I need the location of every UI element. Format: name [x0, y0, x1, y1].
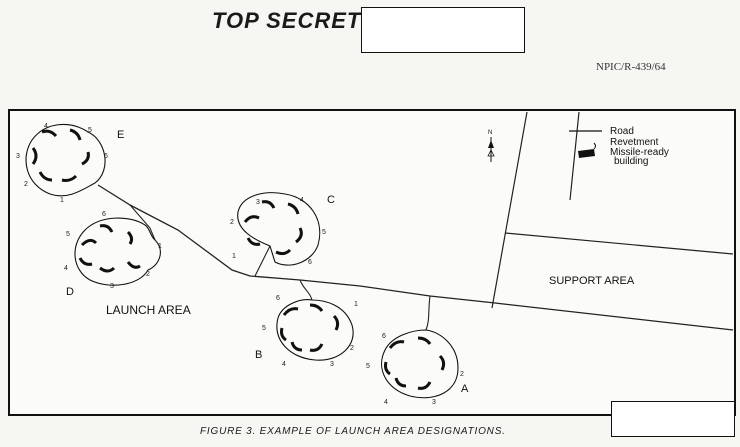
revetment-number: 3 — [330, 361, 334, 368]
revetment-number: 2 — [24, 181, 28, 188]
revetment-number: 5 — [262, 325, 266, 332]
support-area-label: SUPPORT AREA — [549, 275, 635, 287]
revetment-number: 1 — [60, 197, 64, 204]
legend-building: building — [614, 156, 648, 167]
figure-caption: FIGURE 3. EXAMPLE OF LAUNCH AREA DESIGNA… — [200, 426, 506, 437]
north-arrow-icon: N — [487, 130, 495, 162]
legend-missile-building-icon — [578, 149, 595, 158]
revetment-number: 4 — [282, 361, 286, 368]
site-e — [25, 123, 106, 197]
revetment-number: 2 — [350, 345, 354, 352]
site-c — [237, 192, 321, 266]
revetment-number: 4 — [300, 197, 304, 204]
revetment-number: 3 — [110, 283, 114, 290]
classification-heading: TOP SECRET — [212, 8, 362, 33]
spur-road-c — [254, 245, 271, 277]
revetment-number: 5 — [322, 229, 326, 236]
revetment-number: 6 — [104, 153, 108, 160]
revetment-number: 5 — [366, 363, 370, 370]
road-support-upper — [504, 232, 734, 255]
map-legend: Road Revetment Missile-ready building — [569, 126, 669, 167]
revetment-number: 6 — [102, 211, 106, 218]
road-support-north — [569, 111, 580, 201]
launch-area-label: LAUNCH AREA — [106, 303, 191, 317]
revetment-number: 4 — [384, 399, 388, 406]
site-label-b: B — [255, 349, 262, 361]
revetment-number: 4 — [44, 123, 48, 130]
legend-revetment: Revetment — [610, 137, 659, 148]
site-label-a: A — [461, 383, 469, 395]
spur-road-a — [425, 295, 431, 331]
site-label-d: D — [66, 286, 74, 298]
revetment-number: 6 — [276, 295, 280, 302]
site-label-c: C — [327, 194, 335, 206]
revetment-number: 1 — [354, 301, 358, 308]
legend-road: Road — [610, 126, 634, 137]
revetment-number: 1 — [232, 253, 236, 260]
site-d — [74, 217, 161, 286]
revetment-number: 4 — [64, 265, 68, 272]
legend-missile-ready: Missile-ready — [610, 147, 669, 158]
revetment-number: 6 — [308, 259, 312, 266]
revetment-number: 6 — [382, 333, 386, 340]
legend-revetment-icon — [593, 142, 596, 150]
classification-stamp-box — [361, 7, 525, 53]
revetment-number: 1 — [158, 243, 162, 250]
road-support-lower — [494, 302, 734, 331]
revetment-number: 3 — [256, 199, 260, 206]
site-label-e: E — [117, 129, 124, 141]
spur-road-d — [129, 204, 156, 241]
revetment-number: 5 — [88, 127, 92, 134]
revetment-number: 3 — [16, 153, 20, 160]
site-a — [381, 329, 459, 399]
bottom-stamp-box — [611, 401, 735, 437]
main-road — [97, 184, 496, 304]
spur-road-b — [299, 279, 313, 301]
revetment-number: 2 — [146, 271, 150, 278]
north-label: N — [488, 130, 492, 136]
document-reference: NPIC/R-439/64 — [596, 61, 666, 73]
revetment-number: 2 — [230, 219, 234, 226]
revetment-number: 3 — [432, 399, 436, 406]
revetment-number: 5 — [66, 231, 70, 238]
site-b — [276, 299, 354, 361]
road-support-west — [491, 111, 528, 309]
revetment-number: 2 — [460, 371, 464, 378]
